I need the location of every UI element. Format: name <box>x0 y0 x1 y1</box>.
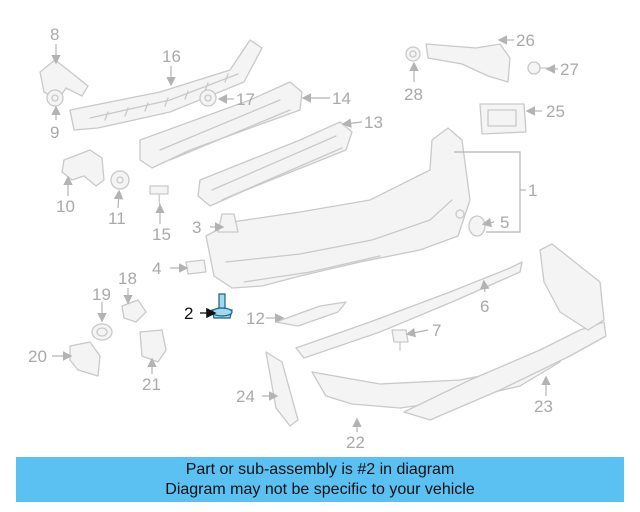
callout-25: 25 <box>546 102 565 121</box>
part-24-side-panel <box>265 351 299 427</box>
banner-line-1: Part or sub-assembly is #2 in diagram <box>185 460 455 478</box>
part-11-nut <box>110 170 130 190</box>
callout-2-highlighted: 2 <box>184 304 193 323</box>
part-17-nut <box>199 89 217 107</box>
part-16-upper-beam <box>69 39 263 131</box>
part-14-absorber <box>139 81 303 169</box>
part-2-bolt <box>211 293 233 319</box>
callout-13: 13 <box>364 113 383 132</box>
callout-18: 18 <box>118 269 137 288</box>
callout-16: 16 <box>162 47 181 66</box>
callout-20: 20 <box>28 347 47 366</box>
callout-26: 26 <box>516 31 535 50</box>
callout-labels: 1 2 3 4 5 6 7 8 9 10 11 12 13 14 15 16 1… <box>28 25 579 452</box>
leader-lines <box>51 35 558 432</box>
callout-3: 3 <box>192 218 201 237</box>
part-5-cap <box>468 215 486 237</box>
callout-21: 21 <box>142 375 161 394</box>
part-8-bracket <box>39 59 89 101</box>
banner-line-2: Diagram may not be specific to your vehi… <box>165 480 475 498</box>
callout-11: 11 <box>108 209 126 228</box>
callout-23: 23 <box>534 397 553 416</box>
part-15-bolt <box>149 185 169 213</box>
part-20-bracket <box>69 341 101 377</box>
part-25-module <box>479 103 527 135</box>
callout-7: 7 <box>432 321 441 340</box>
part-7-clip <box>391 329 409 351</box>
part-23-diffuser <box>403 243 607 421</box>
part-9-nut <box>46 89 64 107</box>
callout-12: 12 <box>246 309 265 328</box>
callout-1: 1 <box>528 181 537 200</box>
callout-9: 9 <box>50 123 59 142</box>
callout-14: 14 <box>332 89 351 108</box>
callout-19: 19 <box>92 285 111 304</box>
callout-5: 5 <box>500 213 509 232</box>
part-13-impact-bar <box>197 121 353 207</box>
info-banner: Part or sub-assembly is #2 in diagram Di… <box>16 457 624 502</box>
callout-22: 22 <box>346 433 365 452</box>
callout-27: 27 <box>560 60 579 79</box>
part-28-nut <box>405 46 421 62</box>
part-26-bracket <box>425 43 511 83</box>
parts-diagram: 1 2 3 4 5 6 7 8 9 10 11 12 13 14 15 16 1… <box>28 25 607 452</box>
callout-24: 24 <box>236 387 255 406</box>
part-4-retainer <box>185 259 207 275</box>
part-3-clip <box>217 213 239 233</box>
part-12-reflector <box>275 301 347 327</box>
part-27-screw <box>527 61 551 75</box>
part-6-trim-strip <box>295 261 523 359</box>
part-1-bumper-cover <box>205 127 471 289</box>
part-19-ring <box>91 323 113 341</box>
callout-15: 15 <box>152 225 171 244</box>
part-18-sensor <box>121 299 147 323</box>
callout-6: 6 <box>480 297 489 316</box>
callout-17: 17 <box>236 90 255 109</box>
part-22-lower-valance <box>311 349 561 409</box>
callout-8: 8 <box>50 25 59 44</box>
callout-28: 28 <box>404 85 423 104</box>
part-21-bracket <box>139 329 167 363</box>
callout-10: 10 <box>56 197 75 216</box>
callout-4: 4 <box>152 259 161 278</box>
